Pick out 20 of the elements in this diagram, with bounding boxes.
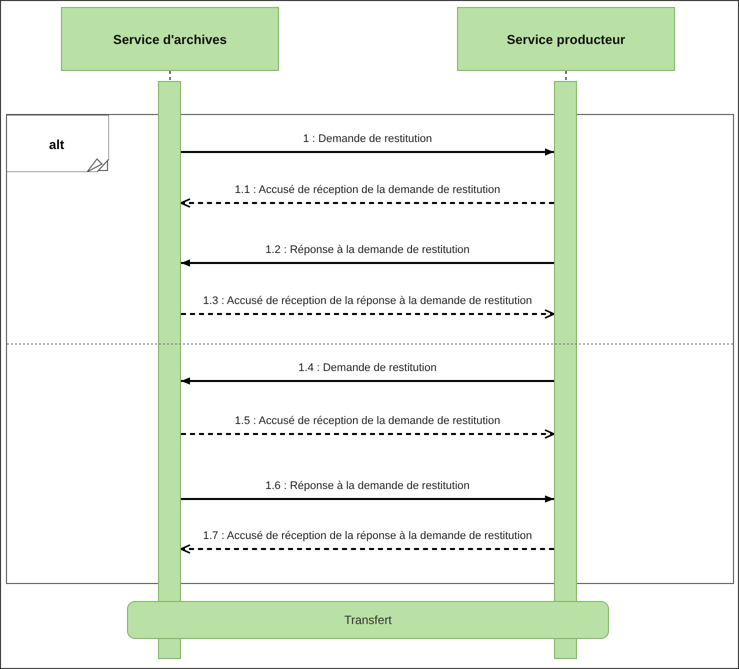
message-arrow xyxy=(180,198,554,208)
message-arrow xyxy=(181,429,555,439)
message-label: 1.5 : Accusé de réception de la demande de restitution xyxy=(234,415,502,428)
message-label: 1.7 : Accusé de réception de la réponse à la demande de restitution xyxy=(202,530,533,543)
message-arrow xyxy=(181,377,554,385)
message-arrow xyxy=(181,495,554,503)
process-box: Transfert xyxy=(127,601,609,639)
message-label: 1.2 : Réponse à la demande de restitution xyxy=(264,244,471,257)
message-arrow xyxy=(181,148,554,156)
message-arrow xyxy=(180,544,554,554)
fragment-label: alt xyxy=(49,137,64,152)
activation-bar xyxy=(158,81,181,659)
message-label: 1.1 : Accusé de réception de la demande de restitution xyxy=(234,184,502,197)
message-label: 1.6 : Réponse à la demande de restitution xyxy=(264,480,471,493)
activation-bar xyxy=(554,81,577,659)
participant-box: Service producteur xyxy=(457,7,675,71)
message-arrow xyxy=(181,309,555,319)
participant-box: Service d'archives xyxy=(61,7,279,71)
message-arrow xyxy=(181,259,554,267)
message-label: 1.3 : Accusé de réception de la réponse à la demande de restitution xyxy=(202,295,533,308)
